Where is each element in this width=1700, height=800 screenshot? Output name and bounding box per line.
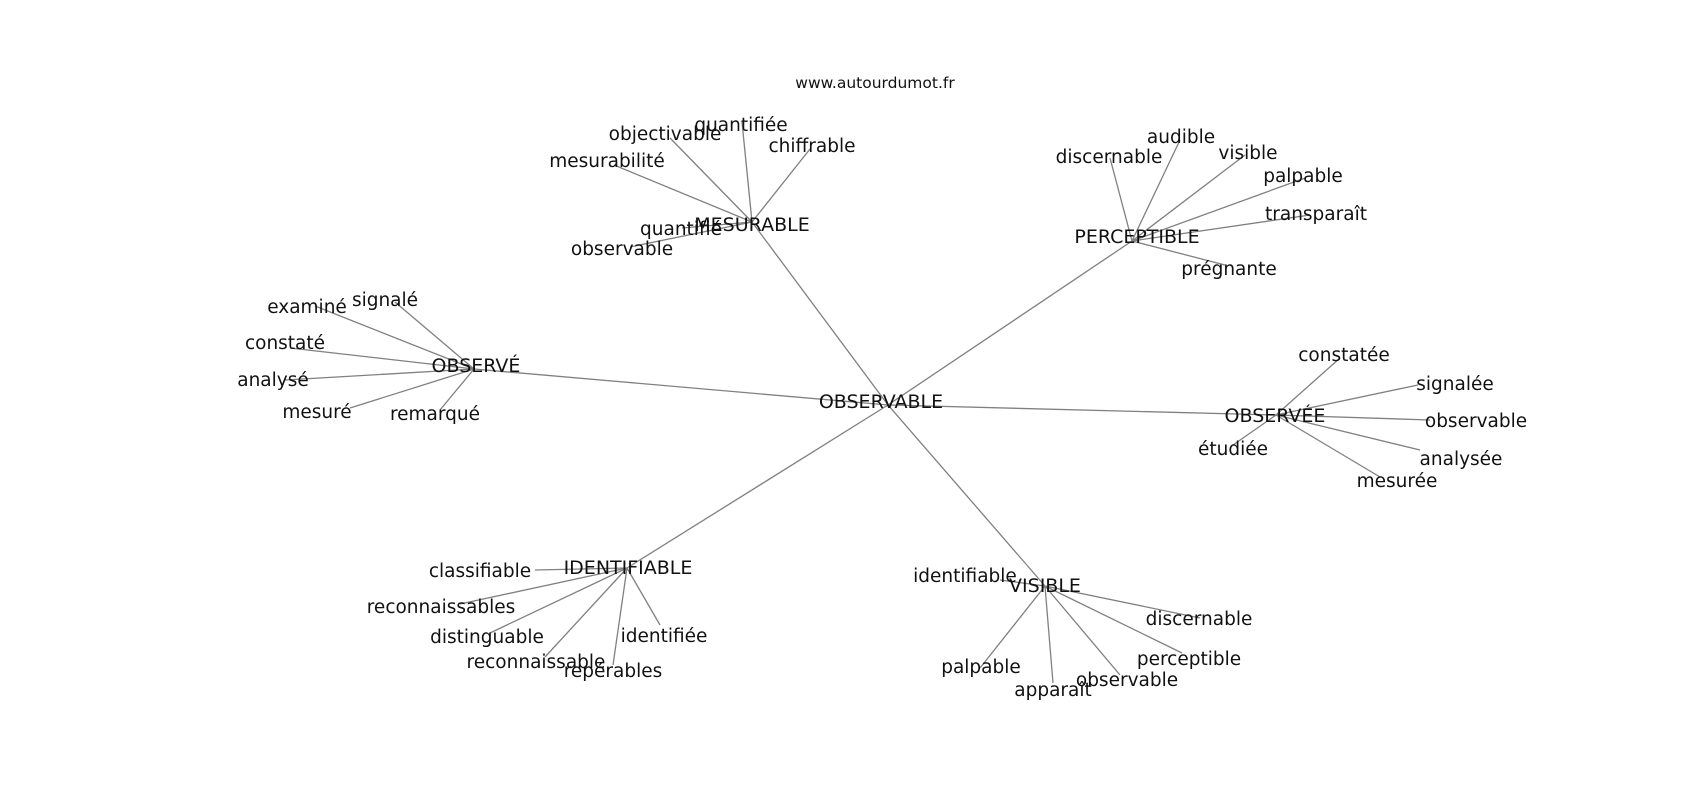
- edge-hub-to-leaf: [979, 585, 1046, 669]
- edge-hub-to-leaf: [394, 301, 475, 370]
- edge-center-to-hub: [887, 240, 1133, 406]
- leaf-word[interactable]: observable: [1425, 411, 1527, 432]
- edge-hub-to-leaf: [669, 137, 753, 223]
- labels: MESURABLE objectivablequantifiéechiffrabl…: [237, 115, 1527, 701]
- leaf-word[interactable]: signalée: [1416, 374, 1494, 395]
- leaf-word[interactable]: quantifié: [640, 219, 722, 240]
- edge-hub-to-leaf: [439, 368, 475, 411]
- leaf-word[interactable]: repérables: [564, 661, 663, 682]
- leaf-word[interactable]: identifiée: [621, 626, 708, 647]
- leaf-word[interactable]: analysé: [237, 370, 309, 391]
- edge-hub-to-leaf: [314, 305, 475, 370]
- leaf-word[interactable]: prégnante: [1181, 259, 1277, 280]
- leaf-word[interactable]: discernable: [1056, 147, 1163, 168]
- edge-hub-to-leaf: [1044, 585, 1201, 619]
- edge-center-to-hub: [473, 368, 889, 406]
- leaf-word[interactable]: palpable: [941, 657, 1021, 678]
- edge-hub-to-leaf: [289, 347, 475, 370]
- leaf-word[interactable]: palpable: [1263, 166, 1343, 187]
- leaf-word[interactable]: observable: [1076, 670, 1178, 691]
- edge-hub-to-leaf: [1275, 384, 1419, 416]
- leaf-word[interactable]: mesuré: [282, 402, 351, 423]
- leaf-word[interactable]: mesurabilité: [549, 151, 665, 172]
- hub-word[interactable]: MESURABLE: [694, 214, 809, 236]
- edge-center-to-hub: [887, 404, 1046, 587]
- leaf-word[interactable]: apparaît: [1014, 680, 1092, 701]
- edge-center-to-hub: [887, 404, 1277, 416]
- leaf-word[interactable]: mesurée: [1357, 471, 1438, 492]
- hub-word[interactable]: OBSERVÉ: [432, 354, 521, 377]
- edge-hub-to-leaf: [1232, 414, 1277, 446]
- leaf-word[interactable]: signalé: [352, 290, 418, 311]
- leaf-word[interactable]: perceptible: [1137, 649, 1241, 670]
- edge-hub-to-leaf: [1131, 139, 1181, 242]
- edges: [284, 121, 1431, 684]
- leaf-word[interactable]: identifiable: [913, 566, 1017, 587]
- edge-hub-to-leaf: [681, 221, 753, 229]
- edge-hub-to-leaf: [1275, 414, 1381, 478]
- edge-center-to-hub: [751, 221, 889, 406]
- leaf-word[interactable]: chiffrable: [769, 136, 856, 157]
- edge-hub-to-leaf: [544, 567, 628, 658]
- leaf-word[interactable]: remarqué: [390, 404, 480, 425]
- edge-hub-to-leaf: [612, 567, 628, 666]
- leaf-word[interactable]: visible: [1218, 143, 1277, 164]
- leaf-word[interactable]: analysée: [1420, 449, 1503, 470]
- edge-center-to-hub: [626, 404, 889, 569]
- leaf-word[interactable]: transparaît: [1265, 204, 1367, 225]
- edge-hub-to-leaf: [284, 368, 475, 381]
- edge-hub-to-leaf: [1275, 414, 1421, 451]
- hub-word[interactable]: IDENTIFIABLE: [564, 557, 693, 579]
- hub-word[interactable]: OBSERVÉE: [1225, 404, 1326, 427]
- edge-hub-to-leaf: [459, 567, 628, 605]
- center-word[interactable]: OBSERVABLE: [819, 391, 943, 413]
- leaf-word[interactable]: quantifiée: [694, 115, 787, 136]
- leaf-word[interactable]: examiné: [267, 297, 347, 318]
- edge-hub-to-leaf: [741, 121, 753, 223]
- edge-hub-to-leaf: [1109, 157, 1133, 242]
- edge-hub-to-leaf: [999, 579, 1046, 587]
- leaf-word[interactable]: reconnaissable: [467, 652, 606, 673]
- edge-hub-to-leaf: [1044, 585, 1183, 654]
- edge-hub-to-leaf: [1131, 177, 1306, 242]
- leaf-word[interactable]: classifiable: [429, 561, 531, 582]
- leaf-word[interactable]: observable: [571, 239, 673, 260]
- edge-hub-to-leaf: [1275, 414, 1431, 421]
- edge-hub-to-leaf: [1131, 240, 1226, 266]
- leaf-word[interactable]: reconnaissables: [367, 597, 516, 618]
- leaf-word[interactable]: étudiée: [1198, 439, 1268, 460]
- edge-hub-to-leaf: [349, 368, 475, 409]
- edge-hub-to-leaf: [1044, 585, 1121, 676]
- edge-hub-to-leaf: [629, 221, 753, 248]
- edge-hub-to-leaf: [1275, 357, 1341, 416]
- edge-hub-to-leaf: [751, 148, 811, 223]
- leaf-word[interactable]: constaté: [245, 333, 325, 354]
- edge-hub-to-leaf: [1131, 154, 1246, 242]
- hub-word[interactable]: PERCEPTIBLE: [1074, 226, 1199, 248]
- leaf-word[interactable]: distinguable: [430, 627, 544, 648]
- edge-hub-to-leaf: [534, 567, 628, 571]
- edge-hub-to-leaf: [489, 567, 628, 634]
- leaf-word[interactable]: constatée: [1298, 345, 1389, 366]
- leaf-word[interactable]: discernable: [1146, 609, 1253, 630]
- site-url: www.autourdumot.fr: [795, 74, 955, 92]
- hub-word[interactable]: VISIBLE: [1009, 575, 1081, 597]
- edge-hub-to-leaf: [1044, 585, 1054, 684]
- leaf-word[interactable]: audible: [1147, 127, 1215, 148]
- leaf-word[interactable]: objectivable: [609, 124, 722, 145]
- edge-hub-to-leaf: [626, 567, 661, 626]
- edge-hub-to-leaf: [1131, 214, 1311, 242]
- edge-hub-to-leaf: [613, 164, 753, 223]
